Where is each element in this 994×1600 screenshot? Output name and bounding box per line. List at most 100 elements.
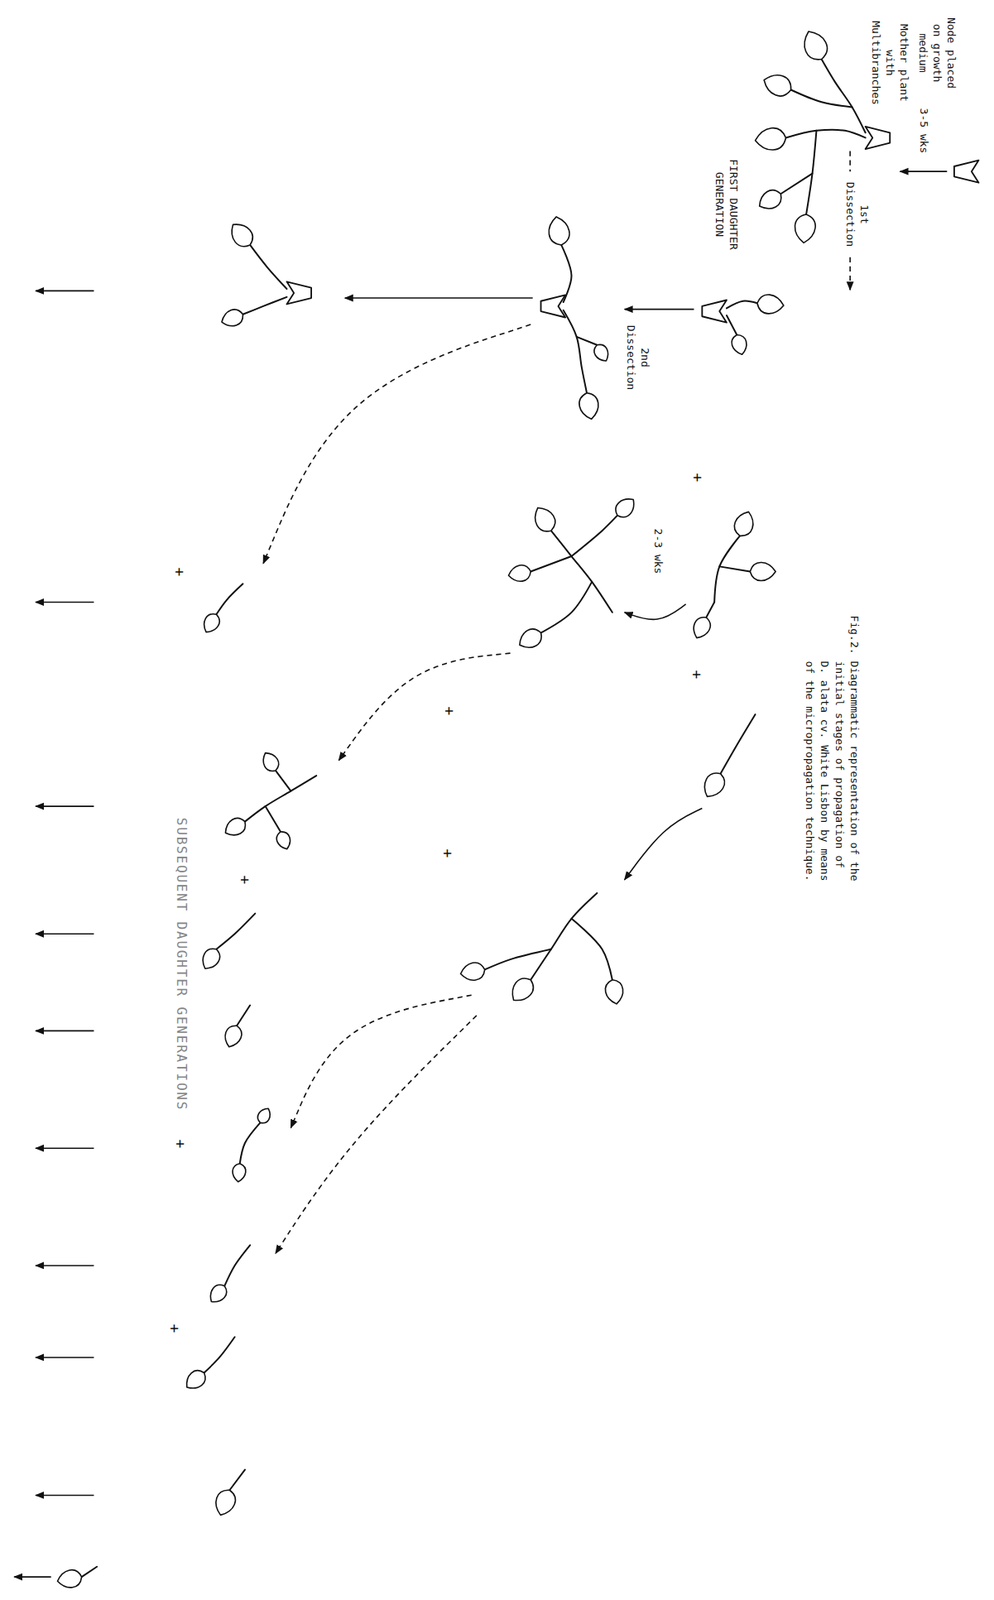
leaf	[459, 960, 487, 983]
leaf	[731, 509, 758, 539]
plant-stem	[576, 336, 598, 346]
plus-sign: +	[172, 1139, 189, 1149]
flow-arrow	[35, 1494, 94, 1497]
time-label: 2-3 wks	[651, 528, 666, 574]
stage-label: Node placed on growth medium	[915, 9, 958, 97]
flow-arrow	[290, 994, 471, 1128]
plus-sign: +	[689, 473, 706, 483]
plant-stem	[780, 173, 812, 195]
plus-sign: +	[236, 874, 254, 884]
leaf	[689, 614, 714, 642]
node-explant	[701, 300, 727, 323]
flow-arrow	[338, 653, 510, 760]
leaf	[749, 562, 776, 582]
leaf	[793, 213, 817, 245]
plus-sign: +	[166, 1324, 183, 1334]
plant-stem	[244, 775, 317, 822]
plant-stem	[265, 806, 281, 832]
leaf	[603, 978, 625, 1006]
plus-sign: +	[171, 566, 188, 577]
leaf	[206, 1281, 231, 1307]
plant-stem	[785, 129, 865, 139]
node-explant	[954, 160, 980, 183]
leaf	[211, 1486, 239, 1518]
plant-stem	[791, 90, 853, 108]
leaf	[274, 829, 293, 851]
flow-arrow	[624, 308, 695, 311]
plant-stem	[821, 59, 866, 134]
leaf	[506, 973, 538, 1006]
stage-label: Mother plant with Multibranches	[869, 19, 912, 107]
plant-stem	[216, 913, 255, 950]
flow-arrow	[35, 290, 94, 293]
drawing-group	[14, 26, 979, 1590]
flow-arrow	[35, 1147, 94, 1149]
plant-stem	[275, 770, 291, 792]
node-explant	[541, 294, 567, 317]
leaf	[754, 186, 785, 214]
generation-note: SUBSEQUENT DAUGHTER GENERATIONS	[174, 817, 189, 1111]
plant-stem	[484, 949, 552, 970]
plant-stem	[726, 315, 737, 335]
leaf	[577, 391, 601, 422]
leaf	[182, 1366, 210, 1393]
plus-sign: +	[439, 848, 457, 858]
flow-arrow	[35, 805, 94, 807]
plant-stem	[530, 556, 572, 572]
plant-stem	[806, 130, 817, 215]
leaf	[259, 749, 283, 774]
flow-arrow	[624, 604, 687, 620]
leaf	[515, 624, 546, 653]
node-explant	[865, 126, 891, 149]
step-label: 2nd Dissection	[624, 320, 653, 395]
plus-sign: +	[688, 670, 706, 680]
flow-arrow	[35, 601, 94, 604]
plant-stem	[541, 581, 593, 634]
flow-arrow	[14, 1575, 51, 1578]
generation-label: FIRST DAUGHTER GENERATION	[712, 152, 741, 256]
leaf	[590, 341, 612, 365]
plant-stem	[229, 1469, 245, 1491]
step-label: 1st Dissection	[843, 177, 872, 252]
flow-arrow	[35, 1030, 94, 1033]
leaf	[219, 307, 246, 330]
leaf	[56, 1568, 84, 1590]
leaf	[699, 768, 730, 802]
plant-stem	[563, 310, 587, 394]
leaf	[546, 215, 572, 247]
plant-stem	[530, 893, 597, 980]
flow-arrow	[900, 170, 948, 173]
leaf	[611, 494, 639, 522]
plus-sign: +	[441, 706, 458, 716]
leaf	[231, 1162, 247, 1182]
leaf	[729, 332, 750, 356]
plant-stem	[236, 1005, 250, 1027]
plant-stem	[224, 1244, 250, 1286]
plant-stem	[561, 244, 572, 303]
flow-arrow	[849, 150, 851, 172]
leaf	[254, 1105, 274, 1126]
time-label: 3-5 wks	[916, 107, 931, 154]
plant-stem	[705, 602, 715, 618]
leaf	[753, 126, 787, 151]
node-explant	[286, 281, 312, 304]
plant-stem	[571, 918, 613, 980]
flow-arrow	[263, 324, 531, 564]
plant-stem	[242, 297, 287, 315]
leaf	[221, 814, 250, 840]
flow-arrow	[624, 808, 703, 880]
plant-stem	[726, 301, 758, 309]
plant-stem	[720, 714, 756, 774]
leaf	[197, 945, 223, 973]
plant-stem	[249, 244, 287, 289]
plant-stem	[81, 1566, 97, 1577]
plant-stem	[571, 515, 618, 557]
flow-arrow	[35, 1356, 94, 1359]
figure-caption: Fig.2. Diagrammatic representation of th…	[801, 615, 862, 885]
leaf	[756, 293, 785, 316]
flow-arrow	[35, 1264, 94, 1267]
plant-stem	[204, 1336, 236, 1373]
flow-arrow	[35, 932, 94, 935]
leaf	[529, 503, 560, 536]
